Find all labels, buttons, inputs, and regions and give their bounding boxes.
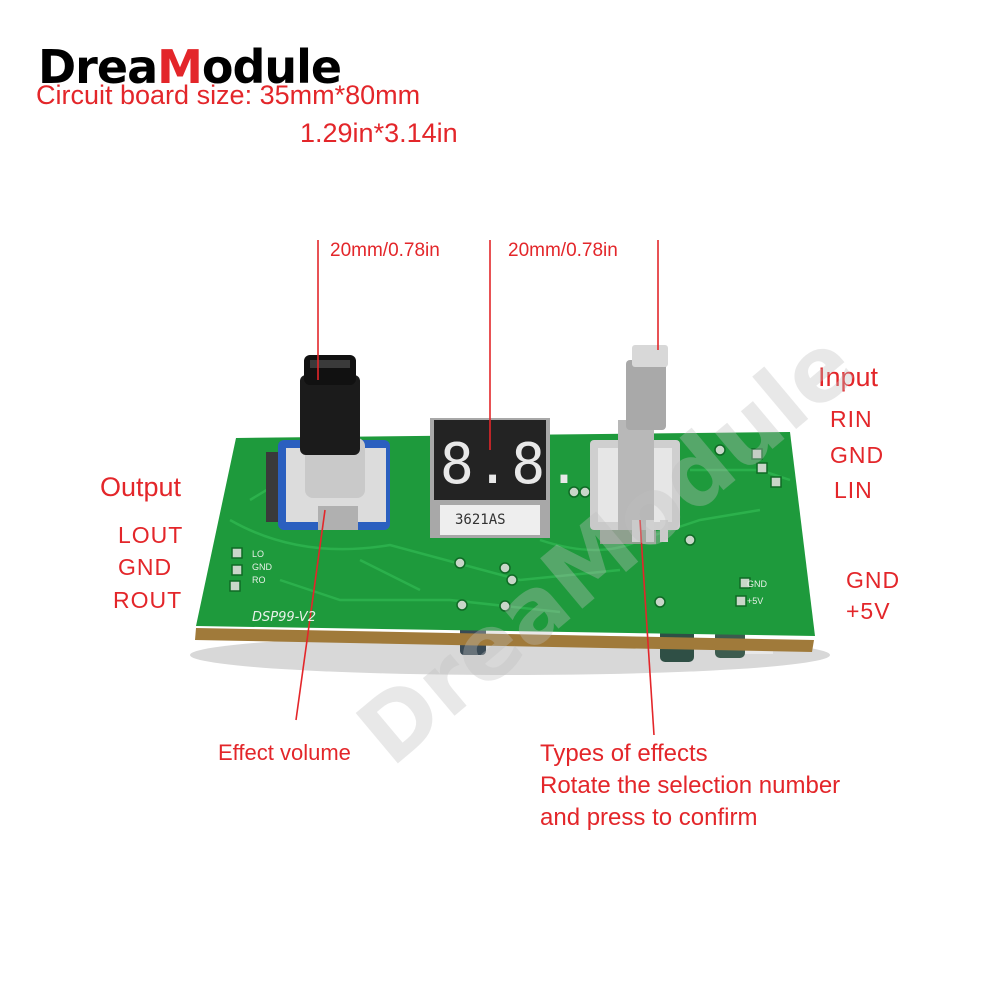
effects-caption-line2: Rotate the selection number	[540, 772, 841, 799]
input-pin-rin: RIN	[830, 406, 873, 432]
output-pin-lout: LOUT	[118, 522, 184, 548]
effect-volume-caption: Effect volume	[218, 740, 351, 765]
pcb-pads	[229, 444, 782, 612]
output-pin-rout: ROUT	[113, 587, 183, 613]
board-size-imperial-label: 1.29in*3.14in	[300, 118, 458, 148]
brand-logo: DreaModule	[38, 40, 342, 94]
input-pin-gnd: GND	[830, 442, 885, 468]
brand-highlight: M	[157, 40, 203, 94]
silkscreen-output-pins: LO GND RO	[252, 548, 272, 587]
effects-caption-line3: and press to confirm	[540, 804, 758, 831]
brand-prefix: Drea	[38, 40, 158, 94]
pcb-edge	[195, 628, 814, 652]
input-pin-lin: LIN	[834, 477, 873, 503]
effects-caption: Types of effects Rotate the selection nu…	[540, 738, 840, 834]
power-pin-gnd: GND	[846, 567, 901, 593]
board-size-label: Circuit board size: 35mm*80mm	[36, 80, 421, 110]
input-title: Input	[818, 362, 879, 392]
silk-gnd: GND	[252, 562, 272, 572]
display-part-number: 3621AS	[455, 512, 506, 528]
silkscreen-power-pins: GND +5V	[747, 576, 767, 610]
effect-volume-knob	[266, 355, 390, 530]
silk-lo: LO	[252, 549, 265, 559]
leader-lines	[295, 509, 655, 736]
output-title: Output	[100, 472, 182, 502]
effects-selector-knob	[590, 345, 680, 544]
board-model-label: DSP99-V2	[252, 610, 316, 625]
dimension-right-label: 20mm/0.78in	[508, 240, 618, 261]
effects-caption-line1: Types of effects	[540, 740, 708, 767]
display-digits: 8.8.	[440, 432, 583, 497]
silk-power-5v: +5V	[747, 596, 764, 606]
output-pin-gnd: GND	[118, 554, 173, 580]
dimension-lines	[317, 240, 659, 450]
brand-suffix: odule	[201, 40, 342, 94]
silk-power-gnd: GND	[747, 579, 767, 589]
dimension-left-label: 20mm/0.78in	[330, 240, 440, 261]
power-pin-5v: +5V	[846, 598, 891, 624]
silk-ro: RO	[252, 575, 266, 585]
